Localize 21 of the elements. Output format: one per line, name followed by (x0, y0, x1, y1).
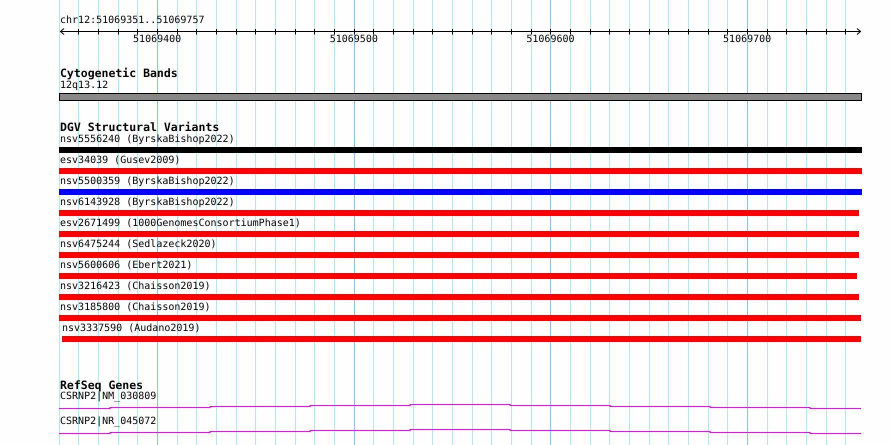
track-heading: DGV Structural Variants (60, 121, 220, 134)
variant-label: nsv3337590 (Audano2019) (62, 323, 200, 335)
variant-label: nsv3216423 (Chaisson2019) (60, 281, 211, 293)
location-label: chr12:51069351..51069757 (60, 15, 204, 27)
transcript-label: CSRNP2|NM_030809 (60, 391, 156, 403)
track-heading: Cytogenetic Bands (60, 66, 178, 80)
tick-label: 51069500 (330, 34, 378, 46)
band-label: 12q13.12 (60, 80, 108, 92)
variant-label: esv2671499 (1000GenomesConsortiumPhase1) (60, 218, 301, 230)
variant-label: esv34039 (Gusev2009) (60, 155, 180, 167)
variant-label: nsv5556240 (ByrskaBishop2022) (60, 134, 235, 146)
tick-label: 51069700 (723, 34, 772, 46)
track-heading: RefSeq Genes (60, 378, 144, 392)
transcript-label: CSRNP2|NR_045072 (60, 416, 156, 428)
variant-label: nsv3185800 (Chaisson2019) (60, 302, 211, 314)
variant-label: nsv6143928 (ByrskaBishop2022) (60, 197, 235, 209)
variant-label: nsv5500359 (ByrskaBishop2022) (60, 176, 235, 188)
tick-label: 51069400 (133, 34, 182, 46)
variant-label: nsv6475244 (Sedlazeck2020) (60, 239, 217, 251)
tick-label: 51069600 (526, 34, 575, 46)
variant-label: nsv5600606 (Ebert2021) (60, 260, 192, 272)
